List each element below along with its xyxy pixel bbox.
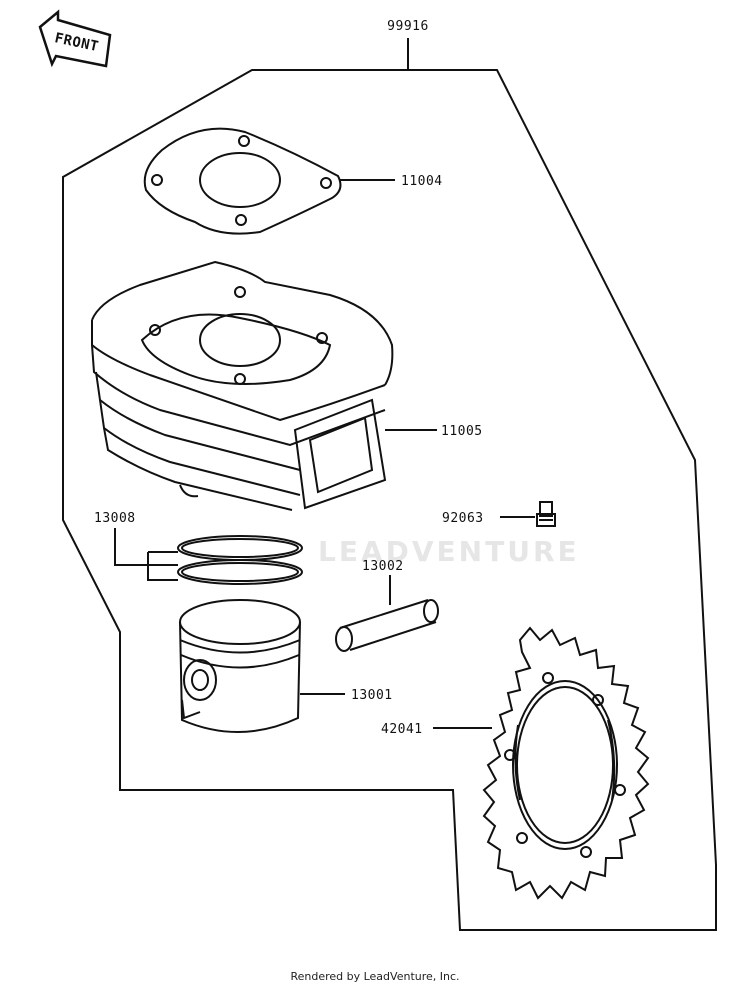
cylinder-block <box>91 260 394 511</box>
kit-outline <box>62 69 717 931</box>
piston-rings <box>177 535 303 585</box>
piston <box>179 599 301 733</box>
piston-pin <box>335 599 439 652</box>
label-11005: 11005 <box>441 424 483 439</box>
label-99916: 99916 <box>387 19 429 34</box>
label-42041: 42041 <box>381 722 423 737</box>
footer-credit: Rendered by LeadVenture, Inc. <box>290 970 460 983</box>
front-arrow-icon: FRONT <box>38 9 112 68</box>
front-label: FRONT <box>53 30 100 55</box>
label-13008: 13008 <box>94 511 136 526</box>
head-gasket <box>143 127 342 235</box>
watermark: LEADVENTURE <box>318 535 580 568</box>
label-92063: 92063 <box>442 511 484 526</box>
fitting-bolt <box>536 501 556 527</box>
label-11004: 11004 <box>401 174 443 189</box>
label-13001: 13001 <box>351 688 393 703</box>
label-13002: 13002 <box>362 559 404 574</box>
rear-sprocket <box>482 626 650 900</box>
